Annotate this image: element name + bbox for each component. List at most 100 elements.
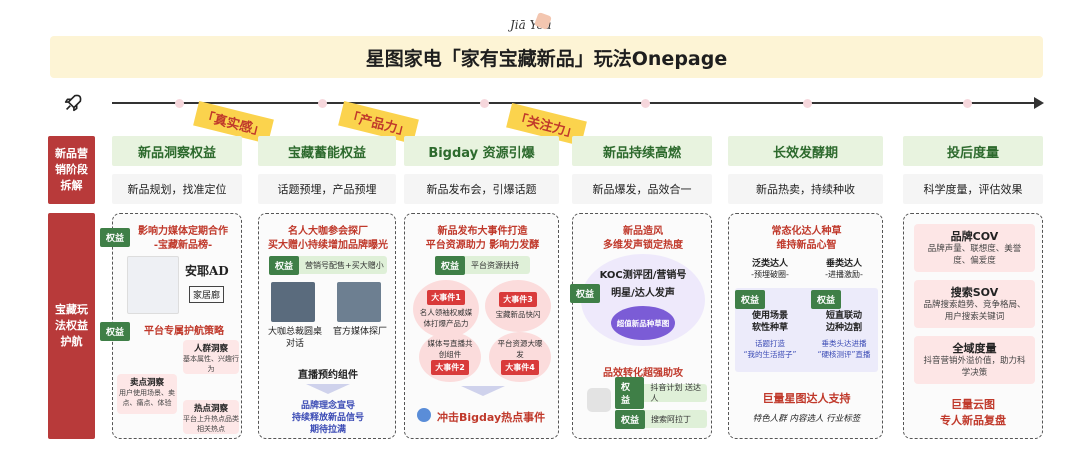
event-1-desc: 名人领袖权威媒体打爆产品力 bbox=[419, 307, 473, 328]
crowd-insight-desc: 基本属性、兴趣行为 bbox=[183, 355, 239, 373]
metric-cov-title: 品牌COV bbox=[950, 230, 999, 243]
column-storage: 名人大咖参会探厂 买大赠小持续增加品牌曝光 权益 营销号配售+买大赠小 大咖总裁… bbox=[258, 213, 396, 439]
col2-mid: 直播预约组件 bbox=[298, 370, 358, 381]
col5-b1h2: 软性种草 bbox=[751, 323, 788, 333]
media-logo: 安耶AD bbox=[185, 264, 229, 278]
event-4-desc: 平台资源大曝发 bbox=[497, 338, 543, 359]
stage-title: 宝藏蓄能权益 bbox=[258, 136, 396, 166]
col4-l2: 明星/达人发声 bbox=[611, 288, 675, 299]
col6-bottom2: 专人新品复盘 bbox=[940, 414, 1006, 427]
col6-bottom1: 巨量云图 bbox=[951, 398, 995, 411]
benefit-badge: 权益 bbox=[570, 284, 601, 303]
metric-global-title: 全域度量 bbox=[952, 342, 997, 355]
column-fermentation: 常态化达人种草 维持新品心智 泛类达人 -预埋破圈- 垂类达人 -进播激励- 权… bbox=[728, 213, 883, 439]
col2-title2: 买大赠小持续增加品牌曝光 bbox=[268, 240, 388, 251]
benefit-badge: 权益 bbox=[269, 255, 300, 275]
col2-pill: 权益 营销号配售+买大赠小 bbox=[269, 255, 387, 275]
crowd-insight-box: 人群洞察 基本属性、兴趣行为 bbox=[183, 340, 239, 374]
timeline-line bbox=[112, 102, 1037, 104]
event-tag: 大事件 bbox=[431, 292, 456, 302]
stage-title: 新品洞察权益 bbox=[112, 136, 242, 166]
benefit-badge: 权益 bbox=[100, 322, 131, 341]
ranking-image bbox=[127, 256, 179, 314]
benefit-badge: 权益 bbox=[735, 290, 766, 309]
col5-b1h: 使用场景 bbox=[751, 311, 788, 321]
event-tag: 大事件 bbox=[505, 362, 530, 372]
event-number: 2 bbox=[459, 362, 465, 372]
benefit-badge: 权益 bbox=[100, 228, 131, 247]
col4-l1: KOC测评团/营销号 bbox=[599, 270, 687, 281]
factory-photo bbox=[337, 282, 381, 322]
col5-c2s: -进播激励- bbox=[825, 270, 863, 279]
stage-subtitle: 新品发布会，引爆话题 bbox=[404, 174, 559, 204]
stage-subtitle: 新品爆发，品效合一 bbox=[572, 174, 712, 204]
col1-title2: -宝藏新品榜- bbox=[153, 240, 213, 251]
rocket-icon bbox=[64, 94, 82, 112]
metric-global-desc: 抖音营销外溢价值，助力科学决策 bbox=[923, 356, 1026, 378]
col2-title1: 名人大咖参会探厂 bbox=[288, 226, 368, 237]
metric-cov-desc: 品牌声量、联想度、美誉度、偏爱度 bbox=[927, 244, 1022, 266]
timeline-arrow-icon bbox=[1034, 97, 1044, 109]
col5-b1d2: “我的生活搭子” bbox=[743, 350, 797, 359]
column-continuous: 新品造风 多维发声锁定热度 KOC测评团/营销号 明星/达人发声 超值新品种草图… bbox=[572, 213, 712, 439]
stage-subtitle: 科学度量，评估效果 bbox=[903, 174, 1043, 204]
selling-point-box: 卖点洞察 用户使用场景、卖点、痛点、体验 bbox=[117, 374, 177, 414]
timeline-dot bbox=[175, 99, 184, 108]
event-1: 大事件1 名人领袖权威媒体打爆产品力 bbox=[413, 280, 479, 338]
hot-insight-box: 热点洞察 平台上升热点品类相关热点 bbox=[183, 400, 239, 434]
hot-insight-desc: 平台上升热点品类相关热点 bbox=[183, 415, 239, 433]
col2-bottom2: 持续释放新品信号 bbox=[291, 413, 364, 423]
hot-insight-title: 热点洞察 bbox=[193, 404, 228, 414]
down-arrow-icon bbox=[461, 386, 505, 396]
douyin-icon bbox=[587, 388, 611, 412]
stage-subtitle: 话题预埋，产品预埋 bbox=[258, 174, 396, 204]
event-number: 3 bbox=[527, 295, 533, 304]
col5-c1s: -预埋破圈- bbox=[751, 270, 789, 279]
col5-b2h2: 边种边割 bbox=[825, 323, 862, 333]
col2-pill-text: 营销号配售+买大赠小 bbox=[305, 260, 384, 270]
timeline-dot bbox=[480, 99, 489, 108]
timeline-dot bbox=[803, 99, 812, 108]
col5-c2h: 垂类达人 bbox=[825, 259, 862, 269]
event-3-desc: 宝藏新品快闪 bbox=[495, 310, 541, 319]
benefit-badge: 权益 bbox=[435, 255, 466, 275]
col3-pill-text: 平台资源扶持 bbox=[471, 260, 520, 270]
col5-title2: 维持新品心智 bbox=[776, 240, 837, 251]
col3-title2: 平台资源助力 影响力发酵 bbox=[425, 240, 540, 251]
col4-title1: 新品造风 bbox=[623, 226, 663, 237]
col2-bottom3: 期待拉满 bbox=[309, 425, 346, 435]
metric-sov-title: 搜索SOV bbox=[950, 286, 999, 299]
metric-sov: 搜索SOV 品牌搜索趋势、竞争格局、用户搜索关键词 bbox=[914, 280, 1035, 328]
benefit-badge: 权益 bbox=[615, 409, 646, 429]
col4-core: 超值新品种草图 bbox=[611, 306, 675, 340]
col4-pill2: 权益 搜索阿拉丁 bbox=[615, 409, 707, 429]
row-label-phase: 新品营销阶段拆解 bbox=[48, 136, 95, 204]
stage-title: 新品持续高燃 bbox=[572, 136, 712, 166]
col4-pill1: 权益 抖音计划 送达人 bbox=[615, 377, 707, 409]
selling-point-desc: 用户使用场景、卖点、痛点、体验 bbox=[119, 389, 175, 407]
col3-bottom: 冲击Bigday热点事件 bbox=[437, 411, 546, 424]
col4-mid: 品效转化超强助攻 bbox=[603, 368, 683, 379]
col5-support: 巨量星图达人支持 bbox=[762, 392, 851, 405]
metric-cov: 品牌COV 品牌声量、联想度、美誉度、偏爱度 bbox=[914, 224, 1035, 272]
timeline-dot bbox=[963, 99, 972, 108]
timeline-dot bbox=[318, 99, 327, 108]
roundtable-photo bbox=[271, 282, 315, 322]
selling-point-title: 卖点洞察 bbox=[129, 378, 164, 388]
col3-pill: 权益 平台资源扶持 bbox=[435, 255, 530, 275]
column-insight: 影响力媒体定期合作 -宝藏新品榜- 安耶AD 家居廊 平台专属护航策略 人群洞察… bbox=[112, 213, 242, 439]
col5-c1h: 泛类达人 bbox=[751, 259, 788, 269]
col1-title1: 影响力媒体定期合作 bbox=[138, 226, 228, 237]
row-label-benefit: 宝藏玩法权益护航 bbox=[48, 213, 95, 439]
col5-support-sub: 特色人群 内容选人 行业标签 bbox=[752, 414, 861, 424]
event-tag: 大事件 bbox=[503, 295, 528, 304]
col4-pill2-text: 搜索阿拉丁 bbox=[651, 414, 692, 424]
event-tag: 大事件 bbox=[435, 362, 460, 372]
metric-sov-desc: 品牌搜索趋势、竞争格局、用户搜索关键词 bbox=[923, 300, 1026, 322]
col2-p2: 官方媒体探厂 bbox=[332, 327, 387, 337]
col5-b2d2: “硬核测评”直播 bbox=[817, 350, 871, 359]
col1-title3: 平台专属护航策略 bbox=[144, 326, 224, 337]
col5-b1d: 话题打造 bbox=[755, 339, 785, 348]
column-bigday: 新品发布大事件打造 平台资源助力 影响力发酵 权益 平台资源扶持 大事件1 名人… bbox=[404, 213, 559, 439]
col4-title2: 多维发声锁定热度 bbox=[603, 240, 683, 251]
